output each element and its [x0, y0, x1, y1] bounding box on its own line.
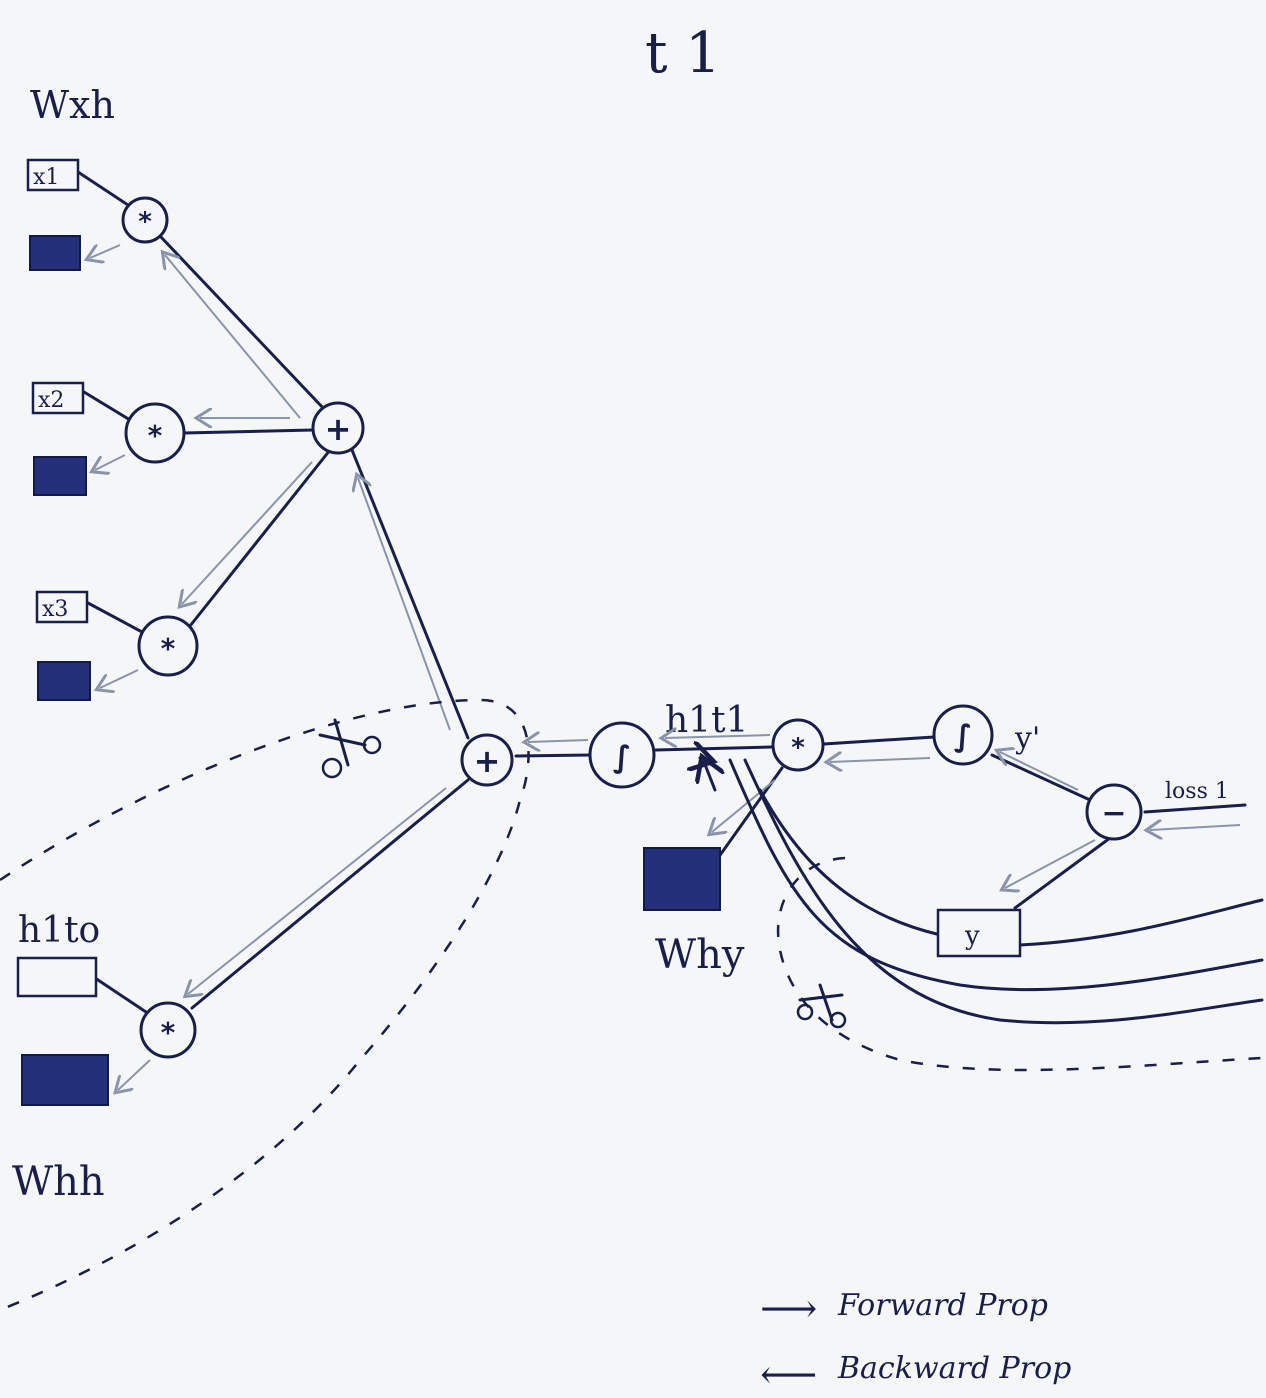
- why-weight: [643, 847, 721, 911]
- add-node-inputs: +: [311, 401, 365, 455]
- legend: ⟶ Forward Prop ⟵ Backward Prop: [760, 1286, 1071, 1398]
- wxh-weight-1: [29, 235, 81, 271]
- sigmoid-symbol: ∫: [613, 740, 631, 775]
- mul-symbol: *: [161, 632, 176, 665]
- y-pred-label: y': [1014, 721, 1040, 756]
- wxh-weight-2: [33, 456, 87, 496]
- scissors-icon: [796, 983, 847, 1029]
- h1t0-label: h1to: [18, 910, 100, 951]
- sigmoid-node-output: ∫: [932, 704, 994, 766]
- forward-wires: [76, 170, 1247, 1014]
- why-label: Why: [655, 932, 745, 978]
- input-x1-label: x1: [33, 165, 59, 190]
- truncation-boundaries: [0, 698, 1263, 1312]
- input-x2: x2: [31, 381, 85, 415]
- backward-arrow-icon: ⟵: [760, 1352, 817, 1398]
- mul-node-x1: *: [121, 196, 169, 244]
- input-x1: x1: [26, 158, 80, 192]
- forward-arrow-icon: ⟶: [760, 1286, 817, 1332]
- mul-node-x2: *: [124, 402, 186, 464]
- mul-node-why: *: [771, 718, 825, 772]
- backward-legend-label: Backward Prop: [837, 1351, 1071, 1386]
- whh-label: Whh: [12, 1159, 105, 1205]
- sub-node-loss: −: [1085, 783, 1143, 841]
- loss-label: loss 1: [1165, 779, 1229, 804]
- mul-symbol: *: [148, 419, 163, 452]
- add-node-hidden: +: [460, 733, 514, 787]
- input-x2-label: x2: [38, 388, 64, 413]
- mul-symbol: *: [791, 733, 805, 763]
- input-x3: x3: [35, 590, 89, 624]
- sigmoid-symbol: ∫: [954, 719, 972, 754]
- forward-legend-label: Forward Prop: [837, 1288, 1048, 1323]
- add-symbol: +: [325, 410, 352, 448]
- input-h1t0: [16, 956, 98, 998]
- scissors-icon: [318, 718, 382, 779]
- mul-symbol: *: [161, 1016, 176, 1049]
- h1t1-label: h1t1: [665, 700, 748, 741]
- wxh-label: Wxh: [30, 83, 115, 127]
- add-symbol: +: [474, 742, 501, 780]
- sigmoid-node-hidden: ∫: [588, 721, 656, 789]
- diagram-title: t 1: [645, 21, 721, 86]
- mul-node-h1t0: *: [139, 1001, 197, 1059]
- target-y: y: [936, 908, 1022, 958]
- backward-wires: [90, 245, 1241, 1090]
- wxh-weight-3: [37, 661, 91, 701]
- input-x3-label: x3: [42, 597, 68, 622]
- mul-symbol: *: [138, 207, 152, 237]
- mul-node-x3: *: [137, 615, 199, 677]
- sub-symbol: −: [1101, 796, 1126, 831]
- target-y-label: y: [964, 921, 980, 951]
- whh-weight: [21, 1054, 109, 1106]
